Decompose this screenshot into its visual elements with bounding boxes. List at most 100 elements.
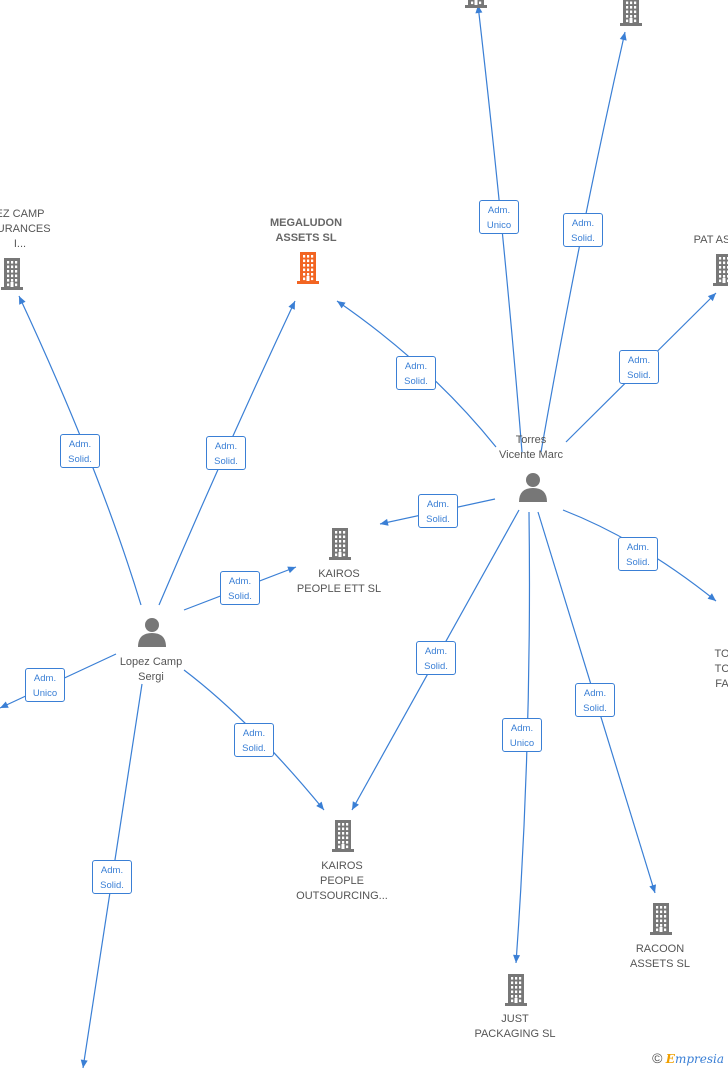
node-racoon[interactable]: RACOON ASSETS SL [580, 942, 728, 972]
building-icon [650, 903, 672, 935]
edge-label-line: Adm. [404, 361, 428, 372]
node-label: JUST [501, 1013, 529, 1025]
arrowhead [707, 293, 716, 302]
node-label: PAT AS [693, 234, 728, 246]
arrowhead [475, 5, 483, 14]
edge-label-line: Solid. [214, 456, 238, 467]
edge-label-torres-kairos_outsourcing[interactable]: Adm. Solid. [416, 641, 456, 675]
building-icon [713, 254, 728, 286]
building-icon [1, 258, 23, 290]
edge-label-line: Solid. [228, 591, 252, 602]
edge-label-line: Adm. [242, 728, 266, 739]
node-label: KAIROS [318, 568, 360, 580]
edge-label-line: Adm. [33, 673, 57, 684]
edge-label-torres-just_packaging[interactable]: Adm.Unico [502, 718, 542, 752]
edge-label-line: Solid. [571, 233, 595, 244]
edge-torres-to-top_left_company [475, 4, 523, 453]
node-label: FA [715, 678, 728, 690]
edge-label-line: Unico [32, 688, 58, 699]
edge-label-torres-racoon[interactable]: Adm. Solid. [575, 683, 615, 717]
edge-label-line: Adm. [626, 542, 650, 553]
node-label: RACOON [635, 943, 685, 955]
edge-label-line: Adm. [68, 439, 92, 450]
edge-label-line: Solid. [583, 703, 607, 714]
edge-label-torres-pat_as[interactable]: Adm. Solid. [619, 350, 659, 384]
edge-label-line: Adm. [571, 218, 595, 229]
edge-label-line: Adm. [424, 646, 448, 657]
node-label: I... [13, 238, 27, 250]
arrowhead [707, 593, 716, 601]
building-icon [332, 820, 354, 852]
arrowhead [649, 884, 657, 893]
building-icon [329, 528, 351, 560]
brand-initial: E [665, 1052, 675, 1066]
node-label: TC [714, 663, 728, 675]
edge-label-line: Unico [486, 220, 512, 231]
edge-label-line: Adm. [100, 865, 124, 876]
edge-label-lopez-lopez_camp_assurances[interactable]: Adm. Solid. [60, 434, 100, 468]
arrowhead [337, 301, 346, 309]
edge-label-line: Adm. [214, 441, 238, 452]
edge-label-line: Solid. [426, 514, 450, 525]
person-icon [519, 473, 547, 502]
edge-label-line: Solid. [68, 454, 92, 465]
building-icon [465, 0, 487, 8]
edge-label-torres-to_fa[interactable]: Adm.Solid. [618, 537, 658, 571]
edge-label-line: Adm. [510, 723, 534, 734]
edge-label-torres-top_left_company[interactable]: Adm. Unico [479, 200, 519, 234]
node-lopez_camp_assurances[interactable]: EZ CAMPSURANCESI... [0, 207, 100, 252]
footer-brand: © Empresia [652, 1050, 724, 1066]
edge-line [477, 4, 523, 453]
edge-label-lopez-megaludon[interactable]: Adm. Solid. [206, 436, 246, 470]
edge-label-torres-top_right_company[interactable]: Adm. Solid. [563, 213, 603, 247]
edge-label-lopez-bottom_offscreen[interactable]: Adm. Solid. [92, 860, 132, 894]
edge-label-line: Solid. [100, 880, 124, 891]
node-label: Vicente Marc [499, 449, 563, 461]
node-label: PEOPLE ETT SL [296, 583, 382, 595]
node-kairos_ett[interactable]: KAIROS PEOPLE ETT SL [259, 567, 419, 597]
node-to_fa[interactable]: TO TC FA [642, 647, 728, 692]
node-label: PACKAGING SL [474, 1028, 556, 1040]
node-label: TO [714, 648, 728, 660]
node-label: ASSETS SL [630, 958, 690, 970]
node-label: SURANCES [0, 223, 51, 235]
edge-label-line: Adm. [487, 205, 511, 216]
edge-label-line: Solid. [404, 376, 428, 387]
node-label: Lopez Camp [119, 656, 183, 668]
edge-label-line: Solid. [242, 743, 266, 754]
node-label: KAIROS [321, 860, 363, 872]
edge-label-line: Adm. [228, 576, 252, 587]
node-pat_as[interactable]: PAT AS [632, 233, 728, 248]
edge-label-lopez-left_offscreen[interactable]: Adm. Unico [25, 668, 65, 702]
edge-label-line: Adm. [583, 688, 607, 699]
node-label: OUTSOURCING... [296, 890, 388, 902]
arrowhead [19, 296, 26, 305]
node-label: Torres [515, 434, 547, 446]
brand-name: mpresia [674, 1052, 724, 1066]
building-icon [297, 252, 319, 284]
edge-label-lopez-kairos_outsourcing[interactable]: Adm. Solid. [234, 723, 274, 757]
arrowhead [288, 301, 295, 310]
arrowhead [352, 801, 359, 810]
copyright-symbol: © [652, 1050, 663, 1066]
arrowhead [619, 32, 627, 41]
arrowhead [316, 801, 324, 810]
building-icon [505, 974, 527, 1006]
edge-label-torres-megaludon[interactable]: Adm. Solid. [396, 356, 436, 390]
edge-label-line: Adm. [426, 499, 450, 510]
node-just_packaging[interactable]: JUST PACKAGING SL [435, 1012, 595, 1042]
edge-label-line: Solid. [627, 370, 651, 381]
edge-label-line: Solid. [424, 661, 448, 672]
arrowhead [0, 701, 9, 708]
edge-label-line: Adm. [627, 355, 651, 366]
edge-label-torres-kairos_ett[interactable]: Adm. Solid. [418, 494, 458, 528]
building-icon [620, 0, 642, 26]
arrowhead [513, 954, 521, 963]
arrowhead [287, 566, 296, 574]
edge-label-lopez-kairos_ett[interactable]: Adm. Solid. [220, 571, 260, 605]
